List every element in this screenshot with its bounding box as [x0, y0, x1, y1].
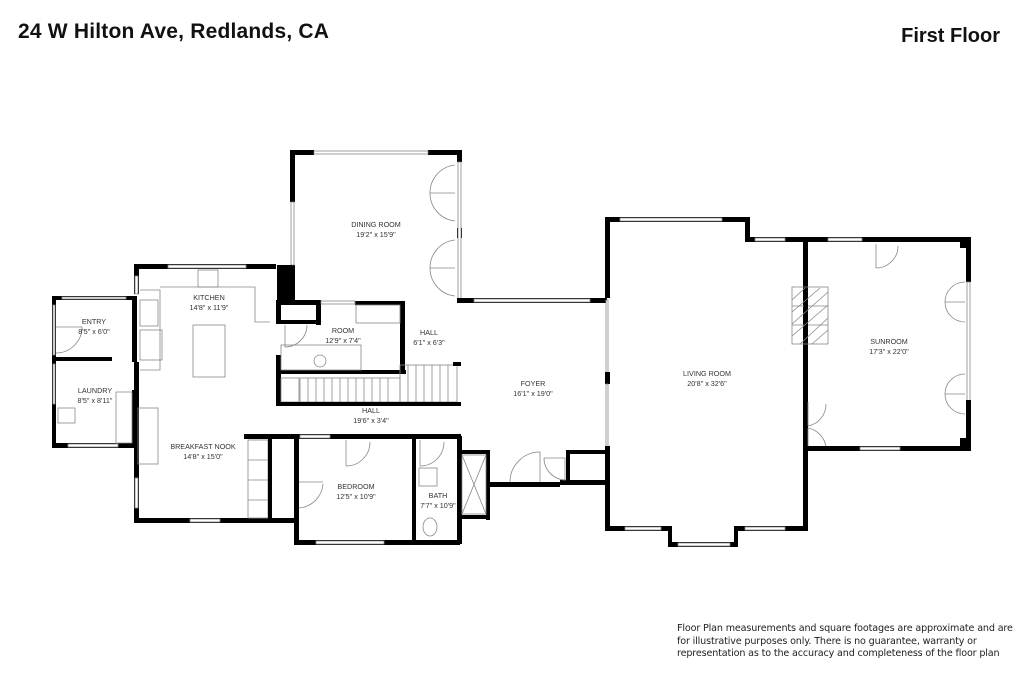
svg-text:ROOM: ROOM: [332, 326, 354, 335]
floor-label: First Floor: [901, 25, 1000, 47]
room-label-bedroom: BEDROOM 12'5" x 10'9": [336, 482, 376, 501]
svg-text:HALL: HALL: [362, 406, 380, 415]
svg-text:17'3" x 22'0": 17'3" x 22'0": [869, 347, 909, 356]
svg-text:20'8" x 32'6": 20'8" x 32'6": [687, 379, 727, 388]
svg-text:12'9" x 7'4": 12'9" x 7'4": [325, 336, 361, 345]
room-label-breakfast-nook: BREAKFAST NOOK 14'8" x 15'0": [170, 442, 236, 461]
room-label-bath: BATH 7'7" x 10'9": [420, 491, 456, 510]
disclaimer-text: Floor Plan measurements and square foota…: [677, 623, 1013, 660]
kitchen-walls: [134, 264, 276, 378]
svg-text:BATH: BATH: [429, 491, 448, 500]
room-label-sunroom: SUNROOM 17'3" x 22'0": [869, 337, 909, 356]
room-label-foyer: FOYER 16'1" x 19'0": [513, 379, 553, 398]
foyer-walls: [457, 218, 610, 487]
svg-text:8'5" x 6'0": 8'5" x 6'0": [78, 327, 110, 336]
room-label-kitchen: KITCHEN 14'8" x 11'9": [190, 293, 229, 312]
svg-text:HALL: HALL: [420, 328, 438, 337]
address-title: 24 W Hilton Ave, Redlands, CA: [18, 20, 330, 43]
room-label-entry: ENTRY 8'5" x 6'0": [78, 317, 110, 336]
room-label-hall-small: HALL 6'1" x 6'3": [413, 328, 445, 347]
room-label-hall-long: HALL 19'6" x 3'4": [353, 406, 389, 425]
svg-text:KITCHEN: KITCHEN: [193, 293, 225, 302]
svg-text:14'8" x 11'9": 14'8" x 11'9": [190, 303, 229, 312]
svg-text:16'1" x 19'0": 16'1" x 19'0": [513, 389, 553, 398]
fireplace: [791, 286, 829, 345]
sunroom-walls: [803, 237, 971, 451]
breakfast-nook-walls: [134, 362, 294, 523]
svg-text:19'6" x 3'4": 19'6" x 3'4": [353, 416, 389, 425]
room-label-laundry: LAUNDRY 8'5" x 8'11": [78, 386, 113, 405]
living-room-walls: [605, 217, 829, 547]
svg-text:8'5" x 8'11": 8'5" x 8'11": [78, 396, 113, 405]
svg-text:6'1" x 6'3": 6'1" x 6'3": [413, 338, 445, 347]
svg-text:FOYER: FOYER: [521, 379, 546, 388]
svg-text:ENTRY: ENTRY: [82, 317, 106, 326]
svg-text:19'2" x 15'9": 19'2" x 15'9": [356, 230, 396, 239]
room-label-living-room: LIVING ROOM 20'8" x 32'6": [683, 369, 731, 388]
svg-text:14'8" x 15'0": 14'8" x 15'0": [183, 452, 223, 461]
svg-text:SUNROOM: SUNROOM: [870, 337, 908, 346]
bath-walls: [418, 436, 490, 544]
svg-text:BREAKFAST NOOK: BREAKFAST NOOK: [170, 442, 236, 451]
room-hall-walls: [276, 300, 461, 406]
svg-text:DINING ROOM: DINING ROOM: [351, 220, 401, 229]
svg-text:BEDROOM: BEDROOM: [337, 482, 374, 491]
svg-text:7'7" x 10'9": 7'7" x 10'9": [420, 501, 456, 510]
svg-text:LAUNDRY: LAUNDRY: [78, 386, 112, 395]
bedroom-walls: [268, 436, 460, 545]
svg-text:12'5" x 10'9": 12'5" x 10'9": [336, 492, 376, 501]
room-label-room: ROOM 12'9" x 7'4": [325, 326, 361, 345]
svg-text:LIVING ROOM: LIVING ROOM: [683, 369, 731, 378]
room-label-dining-room: DINING ROOM 19'2" x 15'9": [351, 220, 401, 239]
